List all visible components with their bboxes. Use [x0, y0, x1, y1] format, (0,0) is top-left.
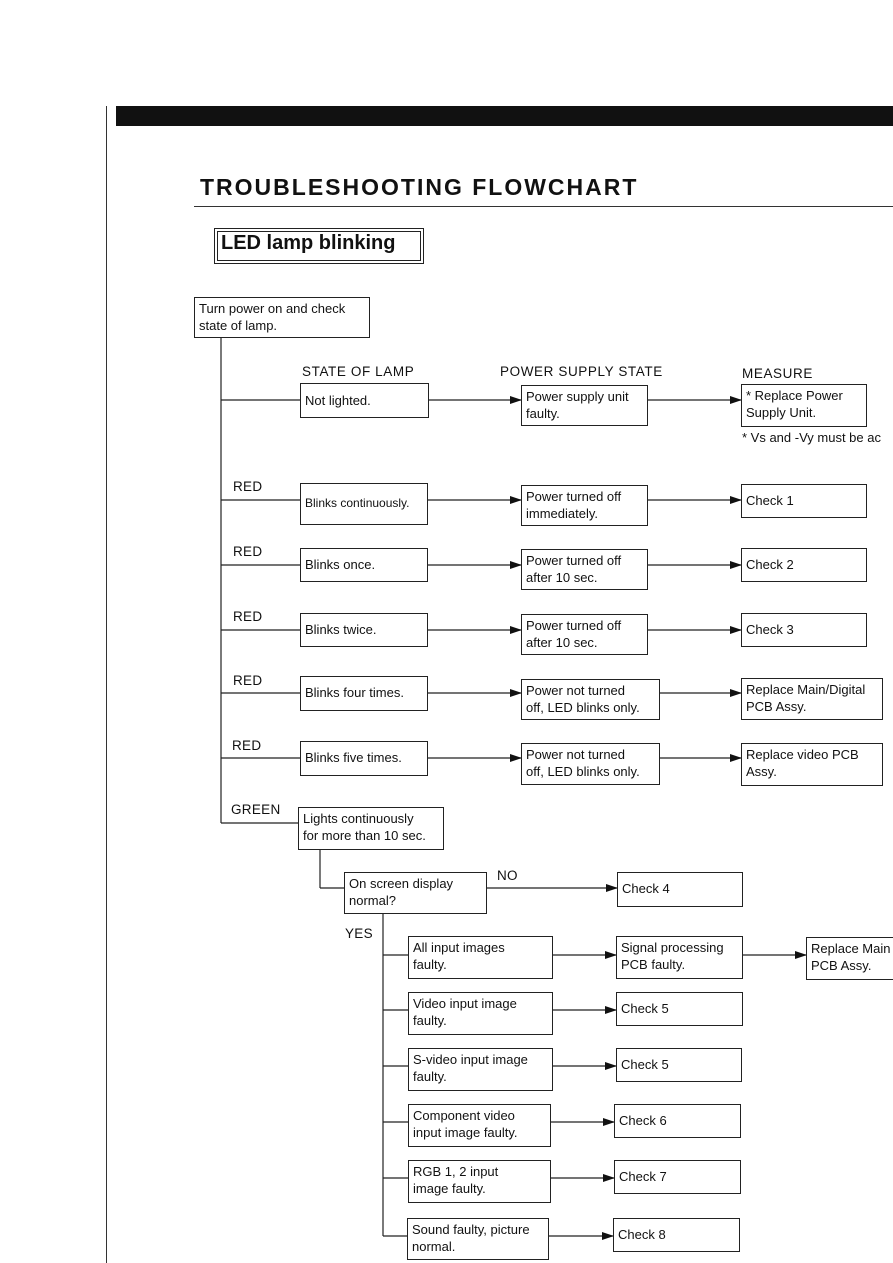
cause-box-rgb-input: RGB 1, 2 input image faulty.	[408, 1160, 551, 1203]
state-box-blinks-five: Blinks five times.	[300, 741, 428, 776]
state-box-blinks-four: Blinks four times.	[300, 676, 428, 711]
left-margin-rule	[106, 106, 107, 1263]
result-box-check-5: Check 5	[616, 1048, 742, 1082]
color-label-red: RED	[233, 544, 263, 559]
state-box-lights-continuously: Lights continuously for more than 10 sec…	[298, 807, 444, 850]
top-black-band	[116, 106, 893, 126]
measure-box-check-2: Check 2	[741, 548, 867, 582]
mid-box-signal-processing: Signal processing PCB faulty.	[616, 936, 743, 979]
state-box-not-lighted: Not lighted.	[300, 383, 429, 418]
state-box-blinks-twice: Blinks twice.	[300, 613, 428, 647]
section-label: LED lamp blinking	[214, 228, 424, 264]
power-box-off-10sec: Power turned off after 10 sec.	[521, 614, 648, 655]
state-box-blinks-once: Blinks once.	[300, 548, 428, 582]
title-underline	[194, 206, 893, 207]
decision-osd-normal: On screen display normal?	[344, 872, 487, 914]
power-box-unit-faulty: Power supply unit faulty.	[521, 385, 648, 426]
power-box-led-blinks-only: Power not turned off, LED blinks only.	[521, 679, 660, 720]
result-box-check-6: Check 6	[614, 1104, 741, 1138]
yes-label: YES	[345, 926, 373, 941]
page-title: TROUBLESHOOTING FLOWCHART	[200, 174, 639, 200]
measure-box-check-1: Check 1	[741, 484, 867, 518]
power-box-off-immediately: Power turned off immediately.	[521, 485, 648, 526]
result-box-check-8: Check 8	[613, 1218, 740, 1252]
measure-box-replace-main-digital: Replace Main/Digital PCB Assy.	[741, 678, 883, 720]
result-box-replace-main: Replace Main PCB Assy.	[806, 937, 893, 980]
cause-box-all-input: All input images faulty.	[408, 936, 553, 979]
power-box-off-10sec: Power turned off after 10 sec.	[521, 549, 648, 590]
start-box: Turn power on and check state of lamp.	[194, 297, 370, 338]
measure-box-replace-video: Replace video PCB Assy.	[741, 743, 883, 786]
measure-box-check-3: Check 3	[741, 613, 867, 647]
header-state-of-lamp: STATE OF LAMP	[302, 364, 415, 379]
cause-box-video-input: Video input image faulty.	[408, 992, 553, 1035]
color-label-green: GREEN	[231, 802, 281, 817]
color-label-red: RED	[233, 673, 263, 688]
color-label-red: RED	[233, 479, 263, 494]
cause-box-s-video-input: S-video input image faulty.	[408, 1048, 553, 1091]
result-box-check-4: Check 4	[617, 872, 743, 907]
color-label-red: RED	[233, 609, 263, 624]
header-power-supply-state: POWER SUPPLY STATE	[500, 364, 663, 379]
color-label-red: RED	[232, 738, 262, 753]
state-box-blinks-continuously: Blinks continuously.	[300, 483, 428, 525]
note-vs-vy: * Vs and -Vy must be ac	[742, 430, 881, 445]
no-label: NO	[497, 868, 518, 883]
result-box-check-5: Check 5	[616, 992, 743, 1026]
result-box-check-7: Check 7	[614, 1160, 741, 1194]
cause-box-component-video: Component video input image faulty.	[408, 1104, 551, 1147]
cause-box-sound-faulty: Sound faulty, picture normal.	[407, 1218, 549, 1260]
measure-box-replace-power: * Replace Power Supply Unit.	[741, 384, 867, 427]
header-measure: MEASURE	[742, 366, 813, 381]
power-box-led-blinks-only: Power not turned off, LED blinks only.	[521, 743, 660, 785]
